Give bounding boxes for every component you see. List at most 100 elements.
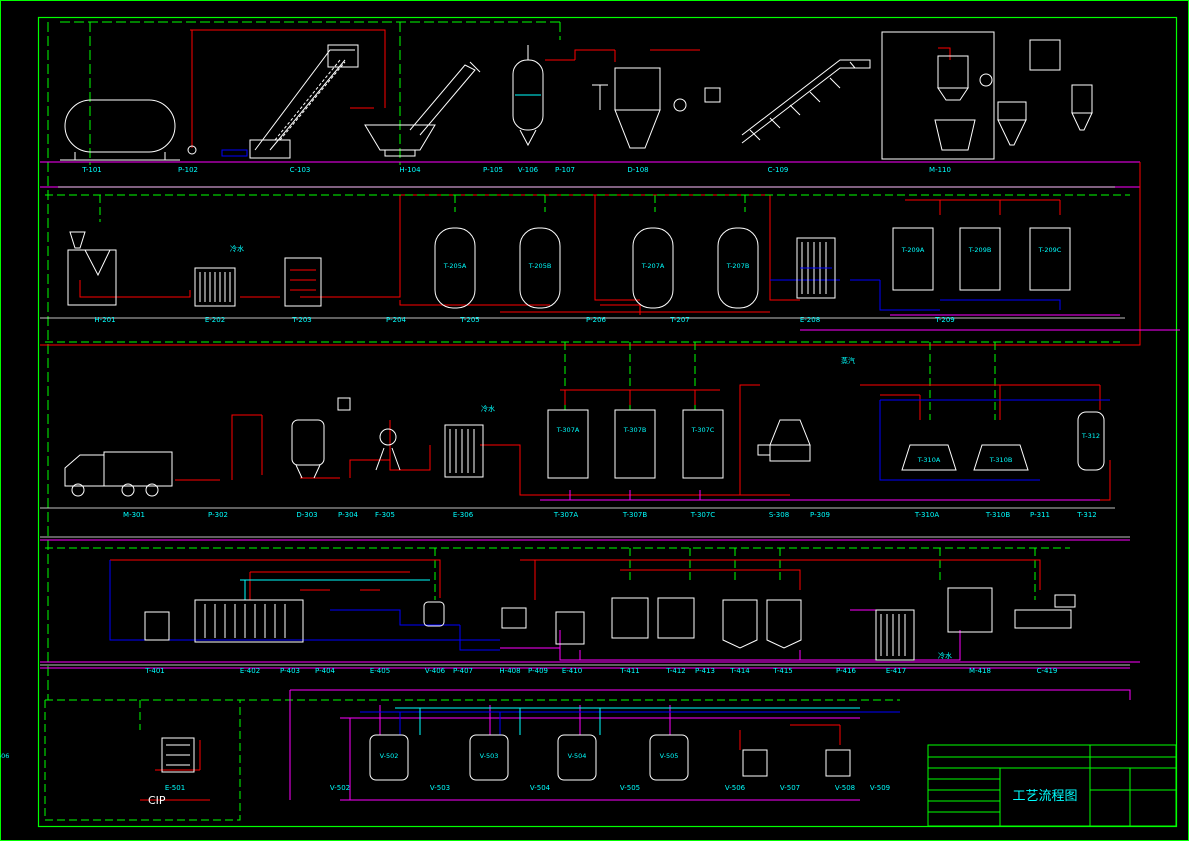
vessel-tag: T-205A xyxy=(443,262,467,270)
storage-tank xyxy=(60,99,180,161)
column-tag: T-312 xyxy=(1081,432,1100,440)
equipment-tag-label: V-506 xyxy=(725,784,746,792)
vessel-tag: T-307B xyxy=(623,426,647,434)
water-label-2: 冷水 xyxy=(481,404,495,413)
mixing-building xyxy=(881,31,995,160)
vessel-tag: T-209B xyxy=(968,246,992,254)
equipment-tag-label: T-411 xyxy=(619,667,640,675)
storage-vessel-group xyxy=(892,227,1071,291)
water-label: 冷水 xyxy=(230,244,244,253)
vacuum-vessel xyxy=(512,45,544,147)
equipment-tag-label: T-414 xyxy=(729,667,750,675)
equipment-tag-label: E-202 xyxy=(205,316,225,324)
vessel-tag: T-310B xyxy=(989,456,1013,464)
vessel-tag: V-504 xyxy=(568,752,587,760)
equipment-tag-label: V-504 xyxy=(530,784,551,792)
heating-tank xyxy=(284,257,322,307)
equipment-tag-label: V-502 xyxy=(330,784,350,792)
vessel-tag: V-503 xyxy=(480,752,499,760)
equipment-tag-label: C-419 xyxy=(1037,667,1058,675)
equipment-tag-label: T-415 xyxy=(772,667,793,675)
equipment-tag-label: C-109 xyxy=(768,166,789,174)
fermenter-group xyxy=(434,227,759,309)
cip-heat-exchanger xyxy=(161,737,195,773)
equipment-tag-label: D-303 xyxy=(296,511,317,519)
centrifuge xyxy=(757,419,811,462)
equipment-tag-label: P-403 xyxy=(280,667,300,675)
water-label-3: 冷水 xyxy=(938,651,952,660)
equipment-tag-label: C-103 xyxy=(290,166,311,174)
row-4-equipment xyxy=(144,587,1076,661)
equipment-tag-label: V-503 xyxy=(430,784,450,792)
equipment-tag-label: T-401 xyxy=(144,667,165,675)
equipment-tag-label: E-208 xyxy=(800,316,820,324)
fermenter-row-3 xyxy=(547,409,724,479)
vessel-tag: V-502 xyxy=(380,752,399,760)
equipment-tag-label: P-416 xyxy=(836,667,857,675)
equipment-tag-label: T-307B xyxy=(622,511,648,519)
plate-heat-exchanger-2 xyxy=(444,424,484,478)
small-tank xyxy=(144,611,170,641)
equipment-tag-label: E-306 xyxy=(453,511,474,519)
vessel-tag: T-209C xyxy=(1038,246,1062,254)
vessel-tag: T-207B xyxy=(726,262,750,270)
equipment-tag-label: M-110 xyxy=(929,166,951,174)
crusher xyxy=(67,231,117,306)
vessel-tag: V-506 xyxy=(0,752,9,760)
vessel-tag: V-505 xyxy=(660,752,679,760)
hopper xyxy=(364,124,436,157)
equipment-tag-label: E-410 xyxy=(562,667,582,675)
equipment-tag-label: P-409 xyxy=(528,667,548,675)
equipment-tag-label: M-418 xyxy=(969,667,991,675)
jacketed-tanks xyxy=(901,444,1029,471)
equipment-tag-label: V-406 xyxy=(425,667,446,675)
equipment-tag-label: P-304 xyxy=(338,511,359,519)
spray-dryer xyxy=(592,67,721,149)
filling-machine xyxy=(947,587,1076,633)
vessel-tag: T-307C xyxy=(691,426,715,434)
vessel-tag: T-209A xyxy=(901,246,925,254)
plate-heat-exchanger xyxy=(194,267,236,307)
row-5-equipment xyxy=(161,734,851,781)
pipe-network xyxy=(40,21,1180,821)
homogenizer xyxy=(555,611,585,645)
vessel-tag: T-205B xyxy=(528,262,552,270)
equipment-tag-label: P-311 xyxy=(1030,511,1050,519)
equipment-tag-label: F-305 xyxy=(375,511,395,519)
equipment-tag-label: T-205 xyxy=(459,316,480,324)
equipment-tag-label: T-307A xyxy=(553,511,579,519)
equipment-tag-label: P-105 xyxy=(483,166,503,174)
cip-label: CIP xyxy=(148,794,166,807)
steam-label: 蒸汽 xyxy=(841,356,855,365)
bucket-elevator xyxy=(221,44,359,159)
equipment-tag-label: V-508 xyxy=(835,784,855,792)
equipment-tag-label: P-102 xyxy=(178,166,198,174)
vacuum-concentrator xyxy=(423,601,527,629)
equipment-tag-label: V-106 xyxy=(518,166,539,174)
equipment-tag-label: P-407 xyxy=(453,667,473,675)
equipment-tag-label: E-402 xyxy=(240,667,260,675)
plate-cooler-4 xyxy=(875,609,915,661)
row-1-equipment xyxy=(60,31,1093,161)
equipment-tag-label: H-408 xyxy=(499,667,520,675)
equipment-tag-label: P-204 xyxy=(386,316,407,324)
equipment-tag-label: V-507 xyxy=(780,784,800,792)
equipment-tag-label: P-107 xyxy=(555,166,575,174)
column-tank xyxy=(1077,411,1105,471)
title-block xyxy=(927,744,1177,827)
equipment-tag-label: T-209 xyxy=(934,316,955,324)
screw-conveyor xyxy=(409,61,481,136)
equipment-tag-label: T-310B xyxy=(985,511,1011,519)
vessel-tag: T-207A xyxy=(641,262,665,270)
equipment-tag-label: T-310A xyxy=(914,511,940,519)
cip-vessels xyxy=(369,734,851,781)
equipment-tag-label: T-312 xyxy=(1076,511,1097,519)
equipment-tag-label: T-207 xyxy=(669,316,690,324)
equipment-tag-label: T-307C xyxy=(690,511,716,519)
equipment-tag-label: V-509 xyxy=(870,784,890,792)
cyclone-separator xyxy=(997,39,1093,146)
equipment-tag-label: S-308 xyxy=(769,511,789,519)
